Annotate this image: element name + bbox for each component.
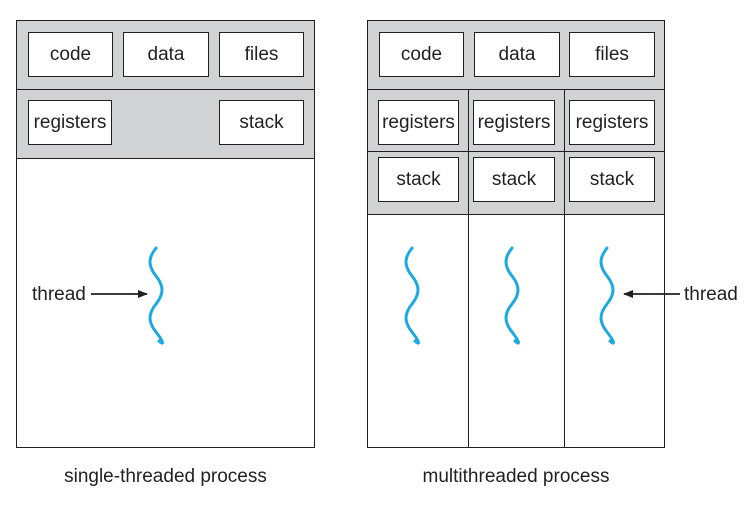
single-threaded-process: code data files registers stack	[16, 20, 315, 448]
data-box-multi: data	[474, 32, 560, 77]
thread-context-row-multi: registers registers registers stack stac…	[368, 90, 664, 215]
single-caption: single-threaded process	[64, 466, 267, 487]
files-box: files	[219, 32, 304, 77]
registers-box-thread-3: registers	[569, 100, 655, 145]
files-box-multi: files	[569, 32, 655, 77]
thread-divider-2	[564, 90, 565, 447]
stack-box-thread-3: stack	[569, 157, 655, 202]
multithreaded-process: code data files registers registers regi…	[367, 20, 665, 448]
thread-wave-icon-single	[148, 246, 164, 345]
stack-box-thread-2: stack	[473, 157, 555, 202]
registers-box-thread-2: registers	[473, 100, 555, 145]
registers-stack-divider	[368, 151, 664, 152]
stack-box-thread-1: stack	[378, 157, 459, 202]
shared-resources-row: code data files	[17, 21, 314, 90]
registers-box: registers	[28, 100, 112, 145]
shared-resources-row-multi: code data files	[368, 21, 664, 90]
stack-box: stack	[219, 100, 304, 145]
code-box-multi: code	[379, 32, 464, 77]
thread-label-single: thread	[32, 284, 86, 305]
thread-wave-icon-3	[599, 246, 615, 345]
thread-wave-icon-2	[504, 246, 520, 345]
code-box: code	[28, 32, 113, 77]
thread-divider-1	[468, 90, 469, 447]
thread-label-multi: thread	[684, 284, 738, 305]
data-box: data	[123, 32, 209, 77]
multi-caption: multithreaded process	[422, 466, 610, 487]
thread-wave-icon-1	[404, 246, 420, 345]
registers-box-thread-1: registers	[378, 100, 459, 145]
thread-context-row: registers stack	[17, 90, 314, 159]
